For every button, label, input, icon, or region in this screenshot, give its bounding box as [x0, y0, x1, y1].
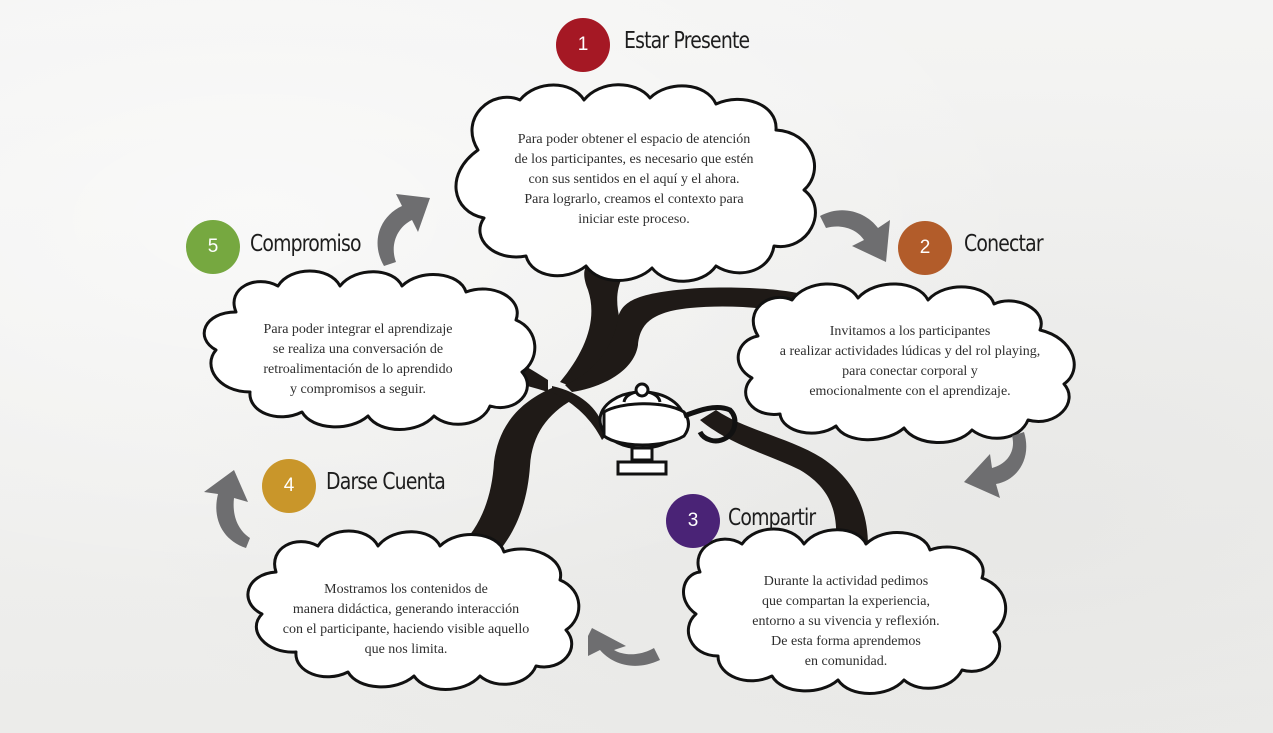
- step-4-number: 4: [283, 475, 295, 496]
- step-5-line: Para poder integrar el aprendizaje: [263, 322, 453, 337]
- step-3-line: Durante la actividad pedimos: [763, 574, 929, 589]
- step-5-title: Compromiso: [250, 231, 362, 257]
- step-4-line: manera didáctica, generando interacción: [292, 602, 520, 617]
- step-2-line: para conectar corporal y: [842, 364, 978, 379]
- step-3-line: en comunidad.: [804, 654, 888, 669]
- cloud-4: [246, 529, 581, 691]
- step-5-line: retroalimentación de lo aprendido: [263, 362, 453, 377]
- arrow-5-to-1-icon: [377, 194, 430, 266]
- step-4-badge: 4: [262, 459, 316, 513]
- step-1-line: iniciar este proceso.: [578, 212, 690, 227]
- step-2-line: Invitamos a los participantes: [829, 324, 991, 339]
- step-4-line: con el participante, haciendo visible aq…: [282, 622, 530, 637]
- step-3-title: Compartir: [728, 505, 816, 531]
- step-2-description: Invitamos a los participantes a realizar…: [742, 322, 1078, 402]
- step-3-description: Durante la actividad pedimos que compart…: [702, 572, 990, 672]
- cloud-3: [682, 527, 1008, 695]
- step-3-badge: 3: [666, 494, 720, 548]
- step-1-badge: 1: [556, 18, 610, 72]
- step-1-title: Estar Presente: [624, 28, 750, 54]
- step-4-line: que nos limita.: [364, 642, 448, 657]
- arrow-4-to-5-icon: [204, 470, 250, 548]
- arrow-2-to-3-icon: [964, 432, 1027, 498]
- step-1-line: con sus sentidos en el aquí y el ahora.: [528, 172, 740, 187]
- step-3-line: entorno a su vivencia y reflexión.: [752, 614, 940, 629]
- step-2-line: emocionalmente con el aprendizaje.: [809, 384, 1011, 399]
- step-5-description: Para poder integrar el aprendizaje se re…: [222, 320, 494, 400]
- cloud-5: [202, 269, 537, 431]
- step-2-line: a realizar actividades lúdicas y del rol…: [779, 344, 1041, 359]
- step-5-line: y compromisos a seguir.: [289, 382, 427, 397]
- step-2-number: 2: [919, 237, 931, 258]
- step-2-badge: 2: [898, 221, 952, 275]
- step-1-line: Para lograrlo, creamos el contexto para: [524, 192, 744, 207]
- step-1-line: de los participantes, es necesario que e…: [514, 152, 754, 167]
- step-4-line: Mostramos los contenidos de: [324, 582, 488, 597]
- arrow-1-to-2-icon: [820, 210, 890, 262]
- step-2-title: Conectar: [964, 231, 1044, 257]
- arrow-3-to-4-icon: [588, 628, 660, 666]
- cloud-1: [454, 83, 817, 283]
- step-5-badge: 5: [186, 220, 240, 274]
- cloud-2: [736, 282, 1076, 444]
- step-5-line: se realiza una conversación de: [272, 342, 444, 357]
- step-3-line: que compartan la experiencia,: [762, 594, 930, 609]
- step-5-number: 5: [207, 236, 219, 257]
- magic-lamp-icon: [552, 382, 738, 476]
- step-3-number: 3: [687, 510, 699, 531]
- step-3-line: De esta forma aprendemos: [771, 634, 921, 649]
- step-1-number: 1: [577, 34, 589, 55]
- step-1-description: Para poder obtener el espacio de atenció…: [474, 130, 794, 230]
- step-4-description: Mostramos los contenidos de manera didác…: [246, 580, 566, 660]
- step-1-line: Para poder obtener el espacio de atenció…: [517, 132, 751, 147]
- step-4-title: Darse Cuenta: [326, 469, 446, 495]
